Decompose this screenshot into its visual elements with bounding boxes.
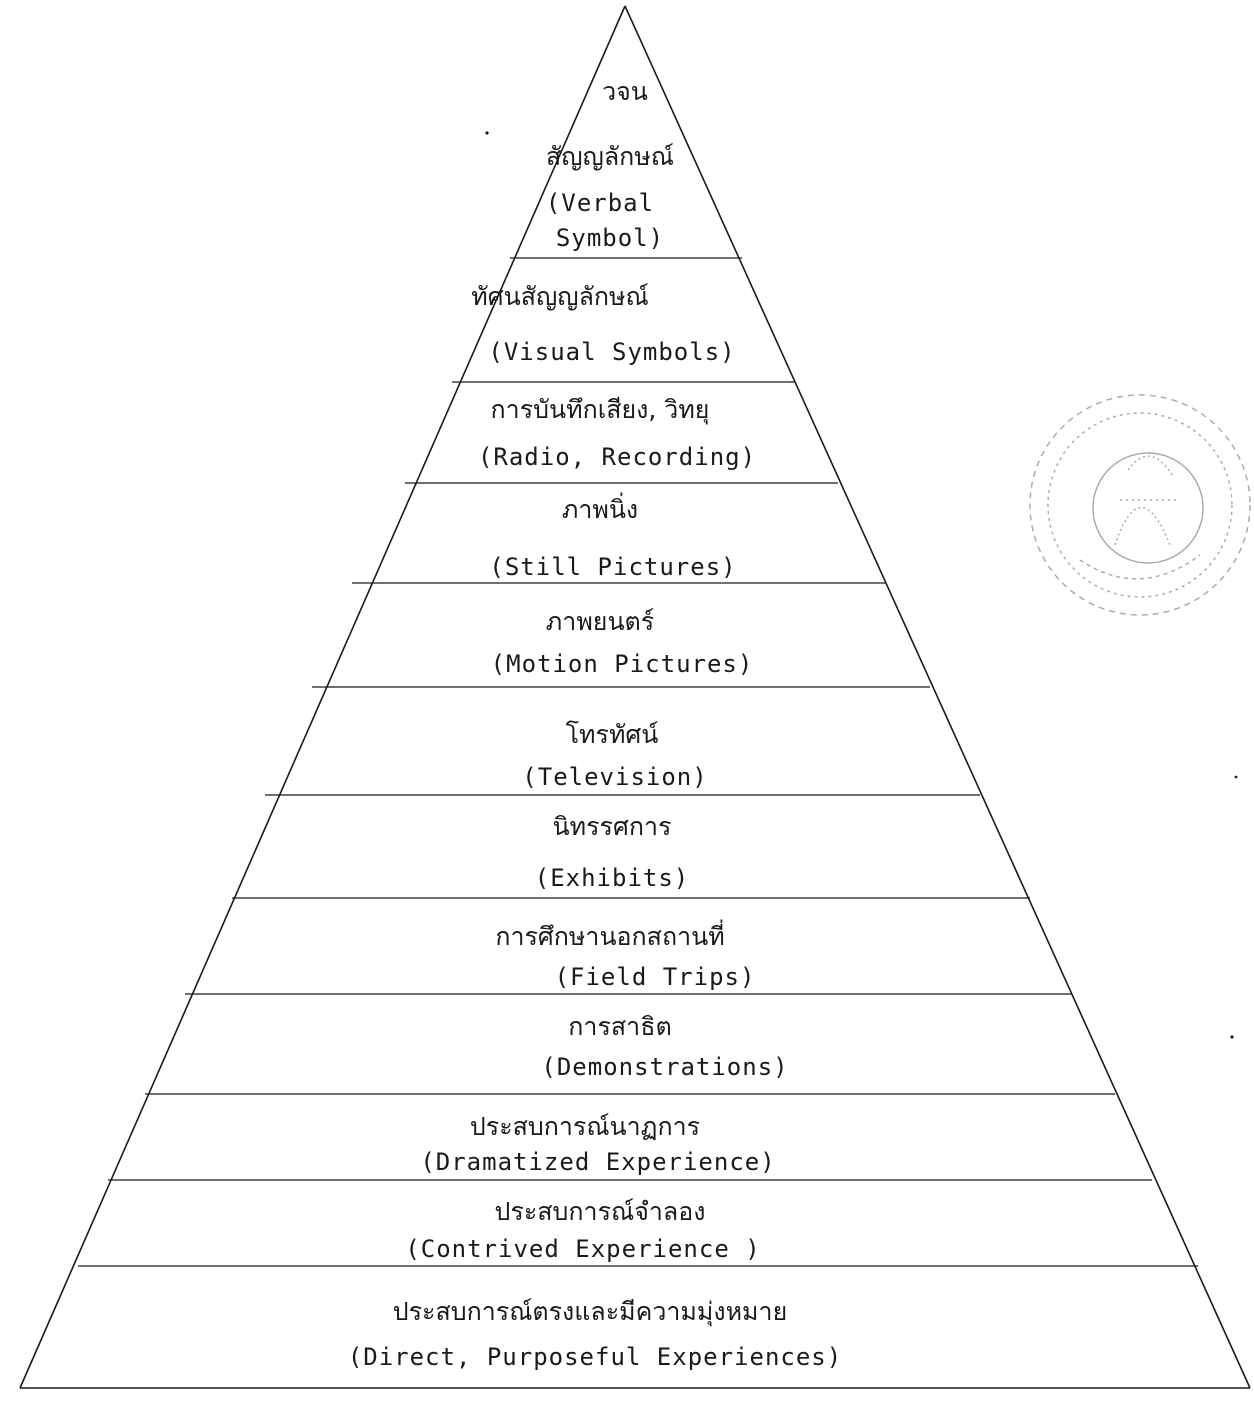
level-label-eng: (Direct, Purposeful Experiences) [348,1343,842,1371]
level-label-thai: สัญญลักษณ์ [546,142,674,171]
level-label-eng: (Demonstrations) [541,1053,788,1081]
level-label-thai: นิทรรศการ [553,812,672,841]
level-label-eng: (Exhibits) [535,864,690,892]
level-label-thai: การบันทึกเสียง, วิทยุ [491,395,710,425]
pyramid-left-edge [19,5,626,1389]
level-label-thai: ประสบการณ์จำลอง [495,1197,706,1226]
level-label-eng: (Dramatized Experience) [420,1148,775,1176]
pyramid-right-edge [624,5,1251,1389]
level-label-thai: ประสบการณ์นาฏการ [470,1112,700,1141]
level-label-eng: (Contrived Experience ) [405,1235,760,1263]
level-label-thai: ประสบการณ์ตรงและมีความมุ่งหมาย [393,1297,787,1327]
level-label-thai: วจน [602,77,648,106]
level-label-thai: ภาพยนตร์ [546,607,654,636]
level-labels: วจน สัญญลักษณ์ (Verbal Symbol) ทัศนสัญญล… [348,77,842,1371]
level-label-eng: (Field Trips) [555,963,756,991]
library-stamp-icon [1029,394,1251,616]
level-label-thai: ภาพนิ่ง [562,492,638,524]
level-dividers [78,257,1198,1267]
level-label-thai: โทรทัศน์ [566,720,659,749]
level-label-eng: (Verbal [546,189,654,217]
level-label-eng: (Radio, Recording) [478,443,756,471]
level-label-eng: (Motion Pictures) [491,650,754,678]
scan-marks [485,131,1238,1039]
level-label-eng: (Television) [522,763,707,791]
level-label-thai: การสาธิต [568,1012,671,1041]
level-label-thai: ทัศนสัญญลักษณ์ [471,282,648,311]
level-label-thai: การศึกษานอกสถานที่ [495,919,724,951]
pyramid-outline [19,5,1251,1389]
level-label-eng: Symbol) [556,224,664,252]
level-label-eng: (Still Pictures) [489,553,736,581]
level-label-eng: (Visual Symbols) [488,338,735,366]
